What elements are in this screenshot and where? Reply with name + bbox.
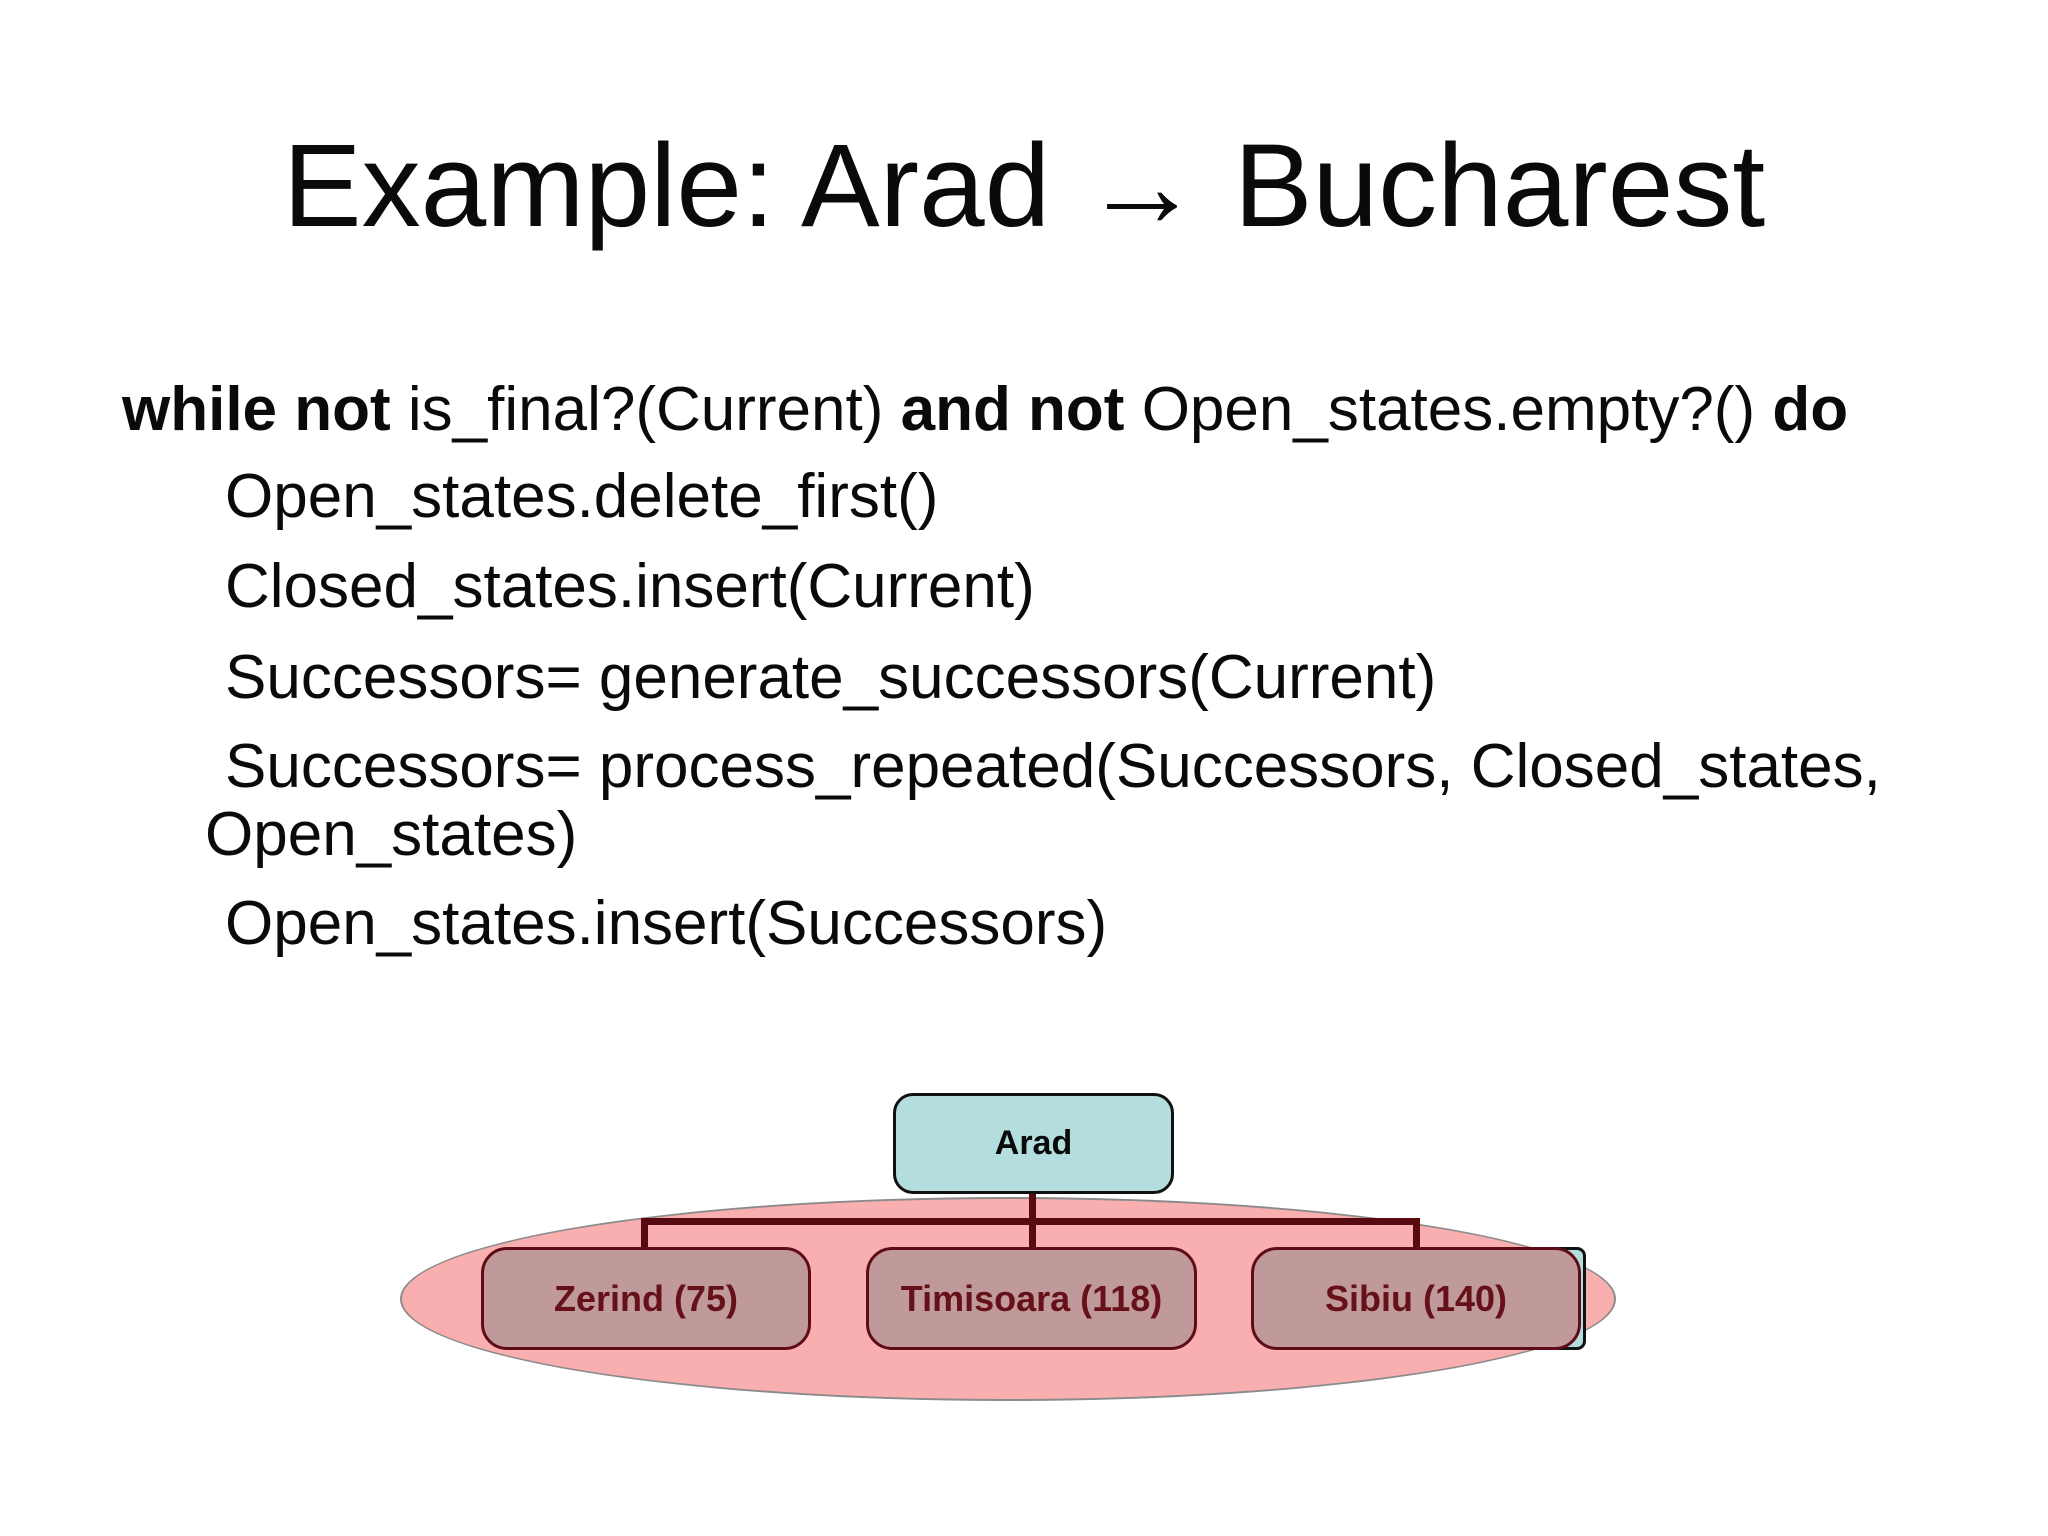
code-line-open-insert: Open_states.insert(Successors) [225,889,1108,958]
connector-arad-stem [1029,1192,1036,1252]
keyword-while-not: while not [122,375,408,444]
node-zerind: Zerind (75) [481,1247,811,1350]
code-line-delete-first: Open_states.delete_first() [225,462,939,531]
connector-zerind-stem [641,1218,648,1252]
condition-open-empty: Open_states.empty?() [1141,375,1773,444]
node-timisoara: Timisoara (118) [866,1247,1197,1350]
node-sibiu: Sibiu (140) [1251,1247,1581,1350]
node-arad: Arad [893,1093,1174,1194]
keyword-do: do [1772,375,1849,444]
node-label: Timisoara (118) [900,1277,1163,1319]
right-arrow-glyph: → [1083,120,1202,252]
code-line-while: while not is_final?(Current) and not Ope… [122,379,1848,441]
node-label: Sibiu (140) [1324,1277,1508,1319]
title-suffix: Bucharest [1201,120,1766,252]
title-prefix: Example: Arad [282,120,1084,252]
connector-sibiu-stem [1413,1218,1420,1252]
code-line-closed-insert: Closed_states.insert(Current) [225,552,1035,621]
slide-title: Example: Arad → Bucharest [0,120,2048,252]
node-label: Arad [994,1124,1073,1162]
code-line-process-repeated-wrap: Open_states) [205,800,578,869]
code-line-process-repeated: Successors= process_repeated(Successors,… [225,732,1881,801]
node-label: Zerind (75) [553,1277,739,1319]
condition-is-final: is_final?(Current) [407,375,901,444]
code-line-generate-successors: Successors= generate_successors(Current) [225,643,1437,712]
keyword-and-not: and not [900,375,1142,444]
